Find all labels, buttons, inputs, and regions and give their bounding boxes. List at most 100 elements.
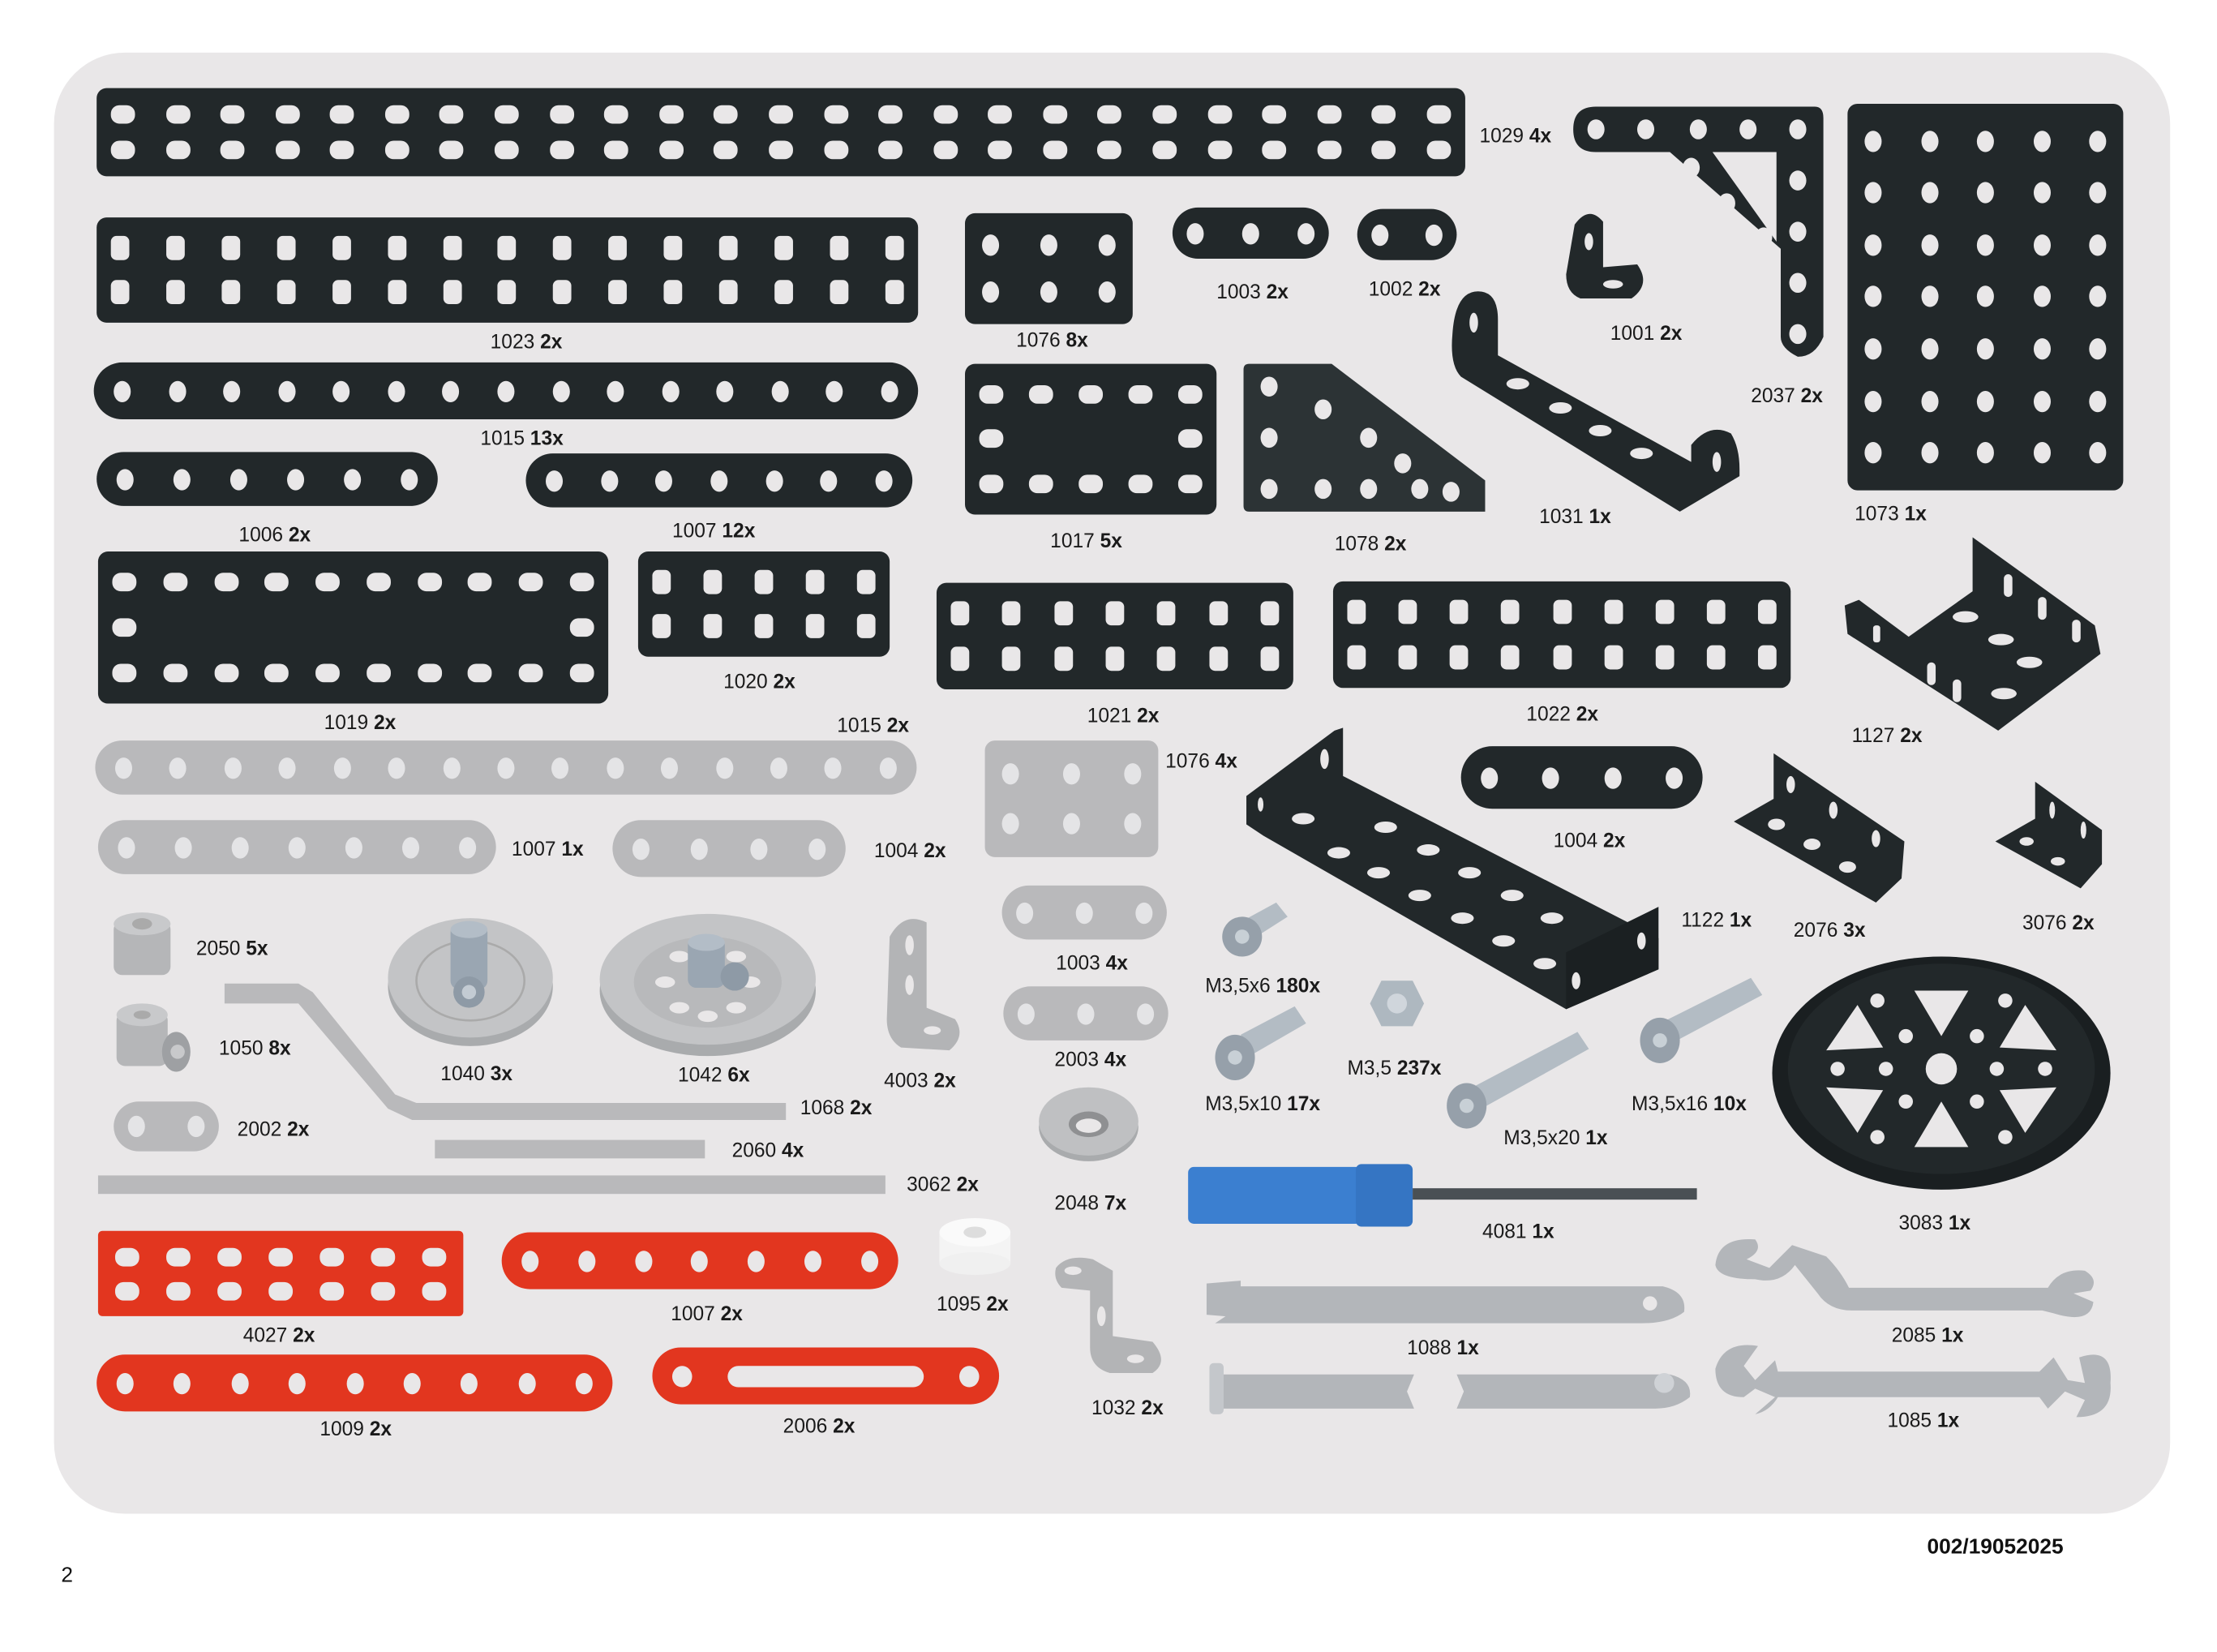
hole <box>459 836 477 858</box>
hole <box>1207 105 1232 124</box>
hole <box>1017 1002 1035 1024</box>
hole <box>1864 338 1882 360</box>
hole <box>163 573 187 592</box>
hole-row <box>632 838 826 860</box>
hole <box>823 140 848 160</box>
hole-row <box>110 105 1452 124</box>
hole <box>719 235 738 260</box>
hole <box>224 757 242 779</box>
hole <box>1501 600 1520 624</box>
hole <box>371 1281 396 1300</box>
hole-row <box>1864 130 2107 152</box>
label-2050: 2050 5x <box>195 936 268 960</box>
hole-row <box>1864 182 2107 204</box>
hole <box>213 573 238 592</box>
label-1006: 1006 2x <box>238 522 311 546</box>
hole <box>861 1250 879 1272</box>
hole <box>1297 222 1315 244</box>
hole <box>716 380 734 402</box>
hole <box>110 105 135 124</box>
hole <box>114 380 131 402</box>
hole-row <box>545 470 893 491</box>
label-1019: 1019 2x <box>324 710 397 734</box>
hole <box>1241 222 1259 244</box>
hole <box>1864 130 1882 152</box>
hole <box>604 140 629 160</box>
hole <box>330 105 354 124</box>
hole <box>979 430 1004 448</box>
hole <box>578 1250 596 1272</box>
hole <box>1043 105 1067 124</box>
hole-row <box>114 757 897 779</box>
hole <box>608 235 628 260</box>
hole <box>1604 600 1623 624</box>
hole <box>1976 390 1994 412</box>
hole <box>288 836 306 858</box>
label-2060: 2060 4x <box>731 1138 804 1161</box>
hole <box>774 235 794 260</box>
hole <box>1208 601 1228 626</box>
hole <box>551 380 569 402</box>
hole <box>110 140 135 160</box>
hole <box>1604 766 1622 788</box>
hole <box>497 380 515 402</box>
label-1076-dark: 1076 8x <box>1016 328 1088 351</box>
hole-row <box>1186 222 1315 244</box>
hole <box>1262 140 1287 160</box>
hole-row <box>112 573 594 592</box>
hole <box>114 1281 139 1300</box>
hole <box>315 663 340 682</box>
label-1085: 1085 1x <box>1887 1408 1960 1431</box>
part-2076-angle-bracket <box>1734 753 1905 903</box>
hole <box>468 573 493 592</box>
hole <box>384 140 410 160</box>
hole <box>264 663 289 682</box>
label-2002: 2002 2x <box>237 1117 310 1140</box>
label-2048: 2048 7x <box>1054 1191 1127 1214</box>
hole-row <box>1001 813 1142 835</box>
hole <box>604 105 629 124</box>
hole <box>2033 338 2051 360</box>
hole-row <box>114 1247 447 1266</box>
label-2085: 2085 1x <box>1891 1323 1964 1346</box>
label-3062: 3062 2x <box>907 1172 979 1195</box>
hole-row <box>1864 234 2107 256</box>
hole <box>825 380 843 402</box>
hole <box>1207 140 1232 160</box>
part-4027-double-strip <box>97 1230 464 1316</box>
hole <box>805 569 825 594</box>
hole <box>110 235 130 260</box>
hole <box>275 140 300 160</box>
hole <box>275 105 300 124</box>
hole-row <box>110 235 904 260</box>
hole <box>1186 222 1204 244</box>
hole <box>288 1372 307 1394</box>
label-1001: 1001 2x <box>1610 321 1683 345</box>
hole-row <box>1017 1002 1155 1024</box>
document-code: 002/19052025 <box>1927 1534 2064 1560</box>
hole <box>1450 600 1469 624</box>
part-1003-strip-dark <box>1172 207 1329 259</box>
hole <box>403 1372 421 1394</box>
hole <box>553 280 572 305</box>
hole <box>442 380 460 402</box>
hole <box>1757 600 1777 624</box>
hole <box>114 1247 139 1266</box>
hole <box>551 757 569 779</box>
hole <box>220 140 245 160</box>
hole <box>332 280 351 305</box>
hole-row <box>118 836 477 858</box>
hole <box>1002 601 1021 626</box>
hole <box>332 235 351 260</box>
hole-row <box>1001 763 1142 785</box>
hole <box>2089 338 2107 360</box>
part-1076-plate-grey <box>984 740 1159 857</box>
hole <box>366 663 391 682</box>
label-1127: 1127 2x <box>1851 723 1923 747</box>
hole <box>658 105 684 124</box>
label-1040: 1040 3x <box>440 1062 513 1085</box>
label-1068: 1068 2x <box>800 1096 873 1119</box>
hole <box>1976 234 1994 256</box>
part-4081-screwdriver <box>1188 1164 1697 1227</box>
part-1095-white-spacer <box>939 1217 1011 1276</box>
